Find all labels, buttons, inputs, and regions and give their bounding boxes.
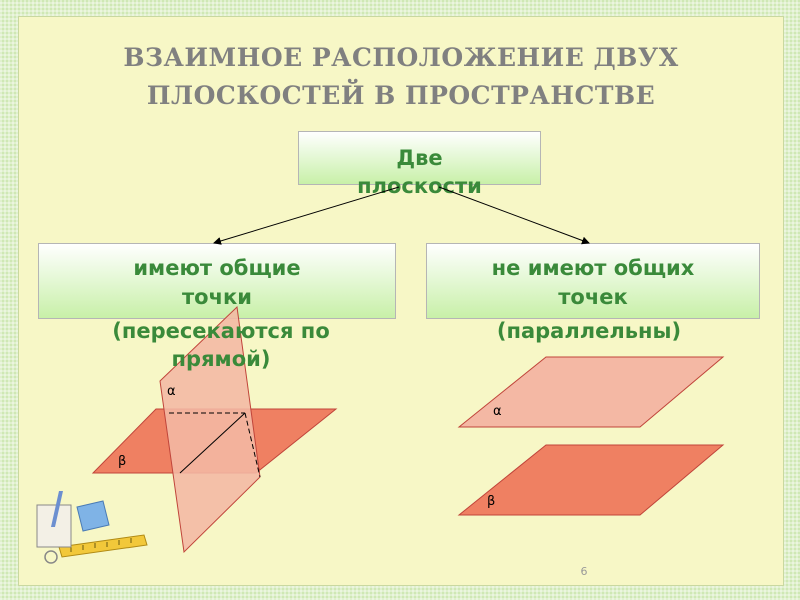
intersection-line	[179, 412, 246, 474]
left-caption-line-1: (пересекаются по	[112, 319, 330, 343]
alpha-label-left: α	[167, 384, 176, 399]
planes-diagram: α β α β	[91, 186, 725, 554]
left-caption: (пересекаются по прямой)	[61, 317, 381, 373]
left-caption-line-2: прямой)	[171, 347, 271, 371]
right-box-line-1: не имеют общих	[491, 256, 695, 280]
title-line-1: ВЗАИМНОЕ РАСПОЛОЖЕНИЕ ДВУХ	[123, 43, 679, 72]
page-number: 6	[580, 565, 588, 578]
right-box: не имеют общих точек	[426, 243, 760, 319]
beta-label-left: β	[118, 454, 126, 469]
slide-title: ВЗАИМНОЕ РАСПОЛОЖЕНИЕ ДВУХ ПЛОСКОСТЕЙ В …	[19, 39, 783, 115]
right-box-line-2: точек	[558, 285, 628, 309]
alpha-plane-right	[457, 356, 725, 428]
left-box: имеют общие точки	[38, 243, 396, 319]
right-caption-line-1: (параллельны)	[496, 319, 682, 343]
title-line-2: ПЛОСКОСТЕЙ В ПРОСТРАНСТВЕ	[146, 81, 656, 110]
root-box: Две плоскости	[298, 131, 541, 198]
right-caption: (параллельны)	[439, 317, 739, 345]
root-box-line-1: Две	[396, 146, 443, 170]
beta-plane-right	[457, 444, 725, 516]
left-box-line-2: точки	[182, 285, 252, 309]
arrow-right	[438, 186, 590, 245]
beta-label-right: β	[487, 494, 495, 509]
stationery-clipart-icon	[36, 491, 148, 564]
alpha-label-right: α	[493, 404, 502, 419]
left-box-line-1: имеют общие	[133, 256, 301, 280]
slide: ВЗАИМНОЕ РАСПОЛОЖЕНИЕ ДВУХ ПЛОСКОСТЕЙ В …	[18, 16, 784, 586]
root-box-line-2: плоскости	[357, 174, 482, 198]
arrow-left	[213, 186, 400, 245]
alpha-hidden-edge	[244, 412, 261, 478]
